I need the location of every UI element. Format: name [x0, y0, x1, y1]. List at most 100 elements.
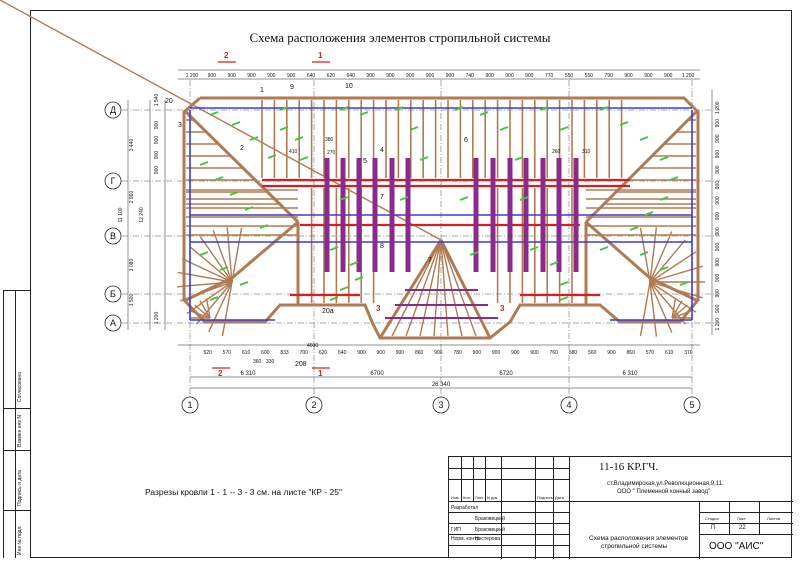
pos-label-208: 208: [295, 361, 307, 368]
stamp-line: [449, 479, 569, 480]
left-dim-label: 1 540: [154, 94, 160, 107]
span-dim-2: 6700: [370, 371, 384, 377]
right-dim-label: 900: [715, 258, 721, 267]
element-label-mark: [559, 296, 569, 301]
stamp-line: [699, 512, 793, 513]
sheet-value: 22: [739, 525, 746, 531]
bottom-dim-label: 600: [261, 350, 270, 356]
section-mark-1-top: 1: [318, 51, 323, 60]
address-line-1: ст.Владимирская,ул.Революционная,9,11.: [607, 481, 724, 487]
element-label-mark: [659, 196, 669, 201]
element-label-mark: [669, 176, 679, 181]
section-marks: 2 1 2 1 3 3: [218, 51, 505, 378]
bottom-dim-label: 900: [511, 350, 520, 356]
fan-rafter: [440, 239, 477, 337]
element-label-mark: [244, 206, 254, 211]
fan-rafter: [649, 251, 697, 283]
hdr-list: Лист: [475, 495, 484, 500]
bottom-dim-label: 570: [646, 350, 655, 356]
element-label-mark: [229, 191, 239, 196]
span-dim-4: 6 310: [622, 371, 638, 377]
side-stamp: Инв № подл. Подпись и дата Взамен инв N …: [3, 290, 31, 558]
stamp-line: [449, 468, 569, 469]
sheet-title-1: Схема расположения элементов: [589, 535, 688, 542]
top-dim-label: 900: [227, 73, 236, 79]
element-label-mark: [259, 224, 269, 229]
top-dim-label: 550: [585, 73, 594, 79]
top-dim-label: 900: [644, 73, 653, 79]
pos-label-1: 1: [260, 87, 264, 94]
red-beams: [262, 178, 630, 297]
annot-310: 310: [582, 149, 591, 155]
sections-note: Разрезы кровли 1 - 1 -- 3 - 3 см. на лис…: [145, 487, 342, 497]
fan-rafter: [649, 281, 686, 325]
bottom-dim-label: 900: [530, 350, 539, 356]
right-dimension-labels: 1 20090090090090090090090090090090090090…: [715, 101, 721, 330]
pos-label-9: 9: [290, 84, 294, 91]
bottom-dim-label: 900: [396, 350, 405, 356]
stamp-line: [449, 512, 569, 513]
stamp-line: [449, 501, 793, 502]
top-dim-label: 900: [446, 73, 455, 79]
side-label-replace: Взамен инв N: [17, 415, 23, 447]
annot-330: 330: [266, 359, 275, 365]
overall-dim: 26 340: [432, 382, 451, 388]
element-label-mark: [549, 261, 559, 266]
section-mark-2-top: 2: [224, 51, 229, 60]
grid-row-v: В: [110, 231, 116, 241]
fan-rafter: [649, 281, 673, 333]
stamp-line: [535, 457, 536, 559]
element-label-mark: [359, 111, 369, 116]
stamp-line: [449, 545, 569, 546]
right-dim-label: 900: [715, 181, 721, 190]
right-dim-label: 900: [715, 134, 721, 143]
left-dim-label: 900: [154, 121, 160, 130]
fan-rafter: [440, 239, 463, 337]
bottom-dim-label: 900: [434, 350, 443, 356]
top-dim-label: 900: [624, 73, 633, 79]
bottom-dim-label: 560: [588, 350, 597, 356]
grid-col-3: 3: [438, 400, 443, 410]
sheets-header: Листов: [767, 516, 780, 521]
fan-rafter: [186, 281, 233, 315]
element-label-mark: [514, 156, 524, 161]
purple-posts: [324, 158, 579, 272]
bottom-dim-label: 520: [203, 350, 212, 356]
top-dim-label: 640: [307, 73, 316, 79]
bottom-dim-label: 610: [242, 350, 251, 356]
stamp-line: [729, 501, 730, 534]
top-dim-label: 900: [406, 73, 415, 79]
top-dim-label: 740: [466, 73, 475, 79]
left-dim-label: 3 080: [129, 259, 135, 272]
bottom-dim-label: 860: [627, 350, 636, 356]
element-label-mark: [539, 106, 549, 111]
stamp-line: [461, 457, 462, 501]
element-label-mark: [639, 136, 649, 141]
role-normcontrol: Норм. контр.: [451, 536, 481, 542]
fan-rafter: [199, 300, 211, 319]
bottom-dim-label: 860: [415, 350, 424, 356]
fan-rafter: [231, 227, 243, 283]
hdr-ndoc: N док.: [487, 495, 499, 500]
right-dim-label: 900: [715, 119, 721, 128]
fan-rafter: [649, 227, 658, 283]
element-label-mark: [599, 106, 609, 111]
address-line-2: ООО " Племенной конный завод": [617, 489, 711, 495]
element-label-mark: [209, 296, 219, 301]
company-name: ООО "АИС": [709, 541, 764, 552]
left-dimension-chain: [127, 90, 713, 335]
fan-rafter: [649, 281, 697, 313]
pos-label-2: 2: [240, 145, 244, 152]
element-label-mark: [469, 251, 479, 256]
side-row-line: [3, 450, 31, 451]
fan-rafter: [226, 227, 233, 283]
element-label-mark: [199, 251, 209, 256]
fan-rafter: [649, 265, 703, 283]
element-label-mark: [329, 246, 339, 251]
hdr-izm: Изм.: [451, 495, 460, 500]
top-dim-label: 900: [664, 73, 673, 79]
stamp-line: [759, 501, 760, 534]
drawing-title: Схема расположения элементов стропильной…: [249, 30, 551, 45]
